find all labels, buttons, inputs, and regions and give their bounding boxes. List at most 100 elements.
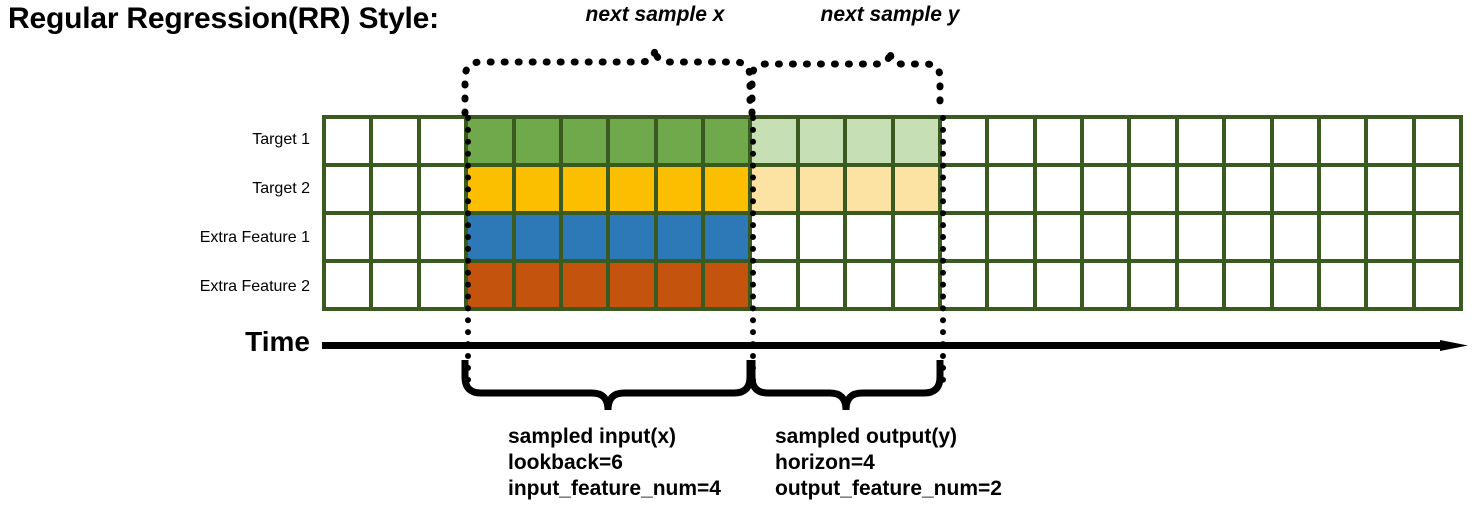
cell-empty-extra-feature-2-23 xyxy=(1415,263,1459,307)
caption-output-line-1: sampled output(y) xyxy=(775,425,957,448)
cell-empty-target-1-21 xyxy=(1320,119,1365,163)
cell-output-target-2-11 xyxy=(847,167,891,211)
cell-empty-target-2-14 xyxy=(989,167,1033,211)
cell-empty-extra-feature-1-21 xyxy=(1320,215,1365,259)
guide-line-input-start xyxy=(465,115,471,383)
cell-input-target-1-6 xyxy=(610,119,654,163)
cell-empty-extra-feature-2-20 xyxy=(1273,263,1317,307)
cell-empty-extra-feature-1-15 xyxy=(1036,215,1080,259)
row-label-extra-feature-1: Extra Feature 1 xyxy=(199,229,310,246)
cell-empty-target-1-20 xyxy=(1273,119,1317,163)
cell-input-target-1-4 xyxy=(515,119,559,163)
cell-input-extra-feature-2-4 xyxy=(515,263,559,307)
cell-empty-target-2-17 xyxy=(1131,167,1175,211)
cell-empty-target-2-2 xyxy=(420,167,465,211)
cell-output-extra-feature-1-10 xyxy=(799,215,844,259)
cell-empty-extra-feature-2-0 xyxy=(326,263,370,307)
bottom-brace-sampled-output xyxy=(748,360,944,411)
cell-empty-extra-feature-1-23 xyxy=(1415,215,1459,259)
cell-empty-target-1-22 xyxy=(1368,119,1412,163)
cell-empty-target-2-22 xyxy=(1368,167,1412,211)
cell-empty-target-1-0 xyxy=(326,119,370,163)
cell-empty-extra-feature-2-13 xyxy=(941,263,986,307)
cell-empty-extra-feature-1-19 xyxy=(1226,215,1270,259)
guide-line-output-end xyxy=(940,115,946,383)
cell-input-extra-feature-2-3 xyxy=(468,263,512,307)
cell-input-extra-feature-2-7 xyxy=(657,263,701,307)
cell-input-extra-feature-1-8 xyxy=(705,215,749,259)
time-axis-label: Time xyxy=(245,326,310,357)
cell-output-extra-feature-2-11 xyxy=(847,263,891,307)
cell-empty-target-2-0 xyxy=(326,167,370,211)
cell-empty-target-2-23 xyxy=(1415,167,1459,211)
cell-output-extra-feature-2-9 xyxy=(752,263,796,307)
cell-empty-target-1-13 xyxy=(941,119,986,163)
caption-sampled-output: sampled output(y) horizon=4 output_featu… xyxy=(775,424,1002,502)
top-brace-next-sample-x xyxy=(461,47,754,117)
top-brace-next-sample-y xyxy=(748,49,944,117)
cell-output-target-1-9 xyxy=(752,119,796,163)
cell-empty-extra-feature-2-1 xyxy=(373,263,417,307)
cell-empty-extra-feature-2-18 xyxy=(1178,263,1223,307)
row-label-extra-feature-2: Extra Feature 2 xyxy=(199,278,310,295)
caption-input-line-2: lookback=6 xyxy=(508,451,623,474)
cell-input-target-2-8 xyxy=(705,167,749,211)
cell-input-target-2-6 xyxy=(610,167,654,211)
cell-empty-target-1-14 xyxy=(989,119,1033,163)
row-label-target-1: Target 1 xyxy=(252,131,310,148)
page-title: Regular Regression(RR) Style: xyxy=(8,2,439,35)
cell-empty-target-2-19 xyxy=(1226,167,1270,211)
caption-output-line-3: output_feature_num=2 xyxy=(775,477,1002,500)
cell-output-extra-feature-1-11 xyxy=(847,215,891,259)
cell-output-extra-feature-2-12 xyxy=(894,263,938,307)
cell-empty-target-1-17 xyxy=(1131,119,1175,163)
cell-empty-extra-feature-1-13 xyxy=(941,215,986,259)
cell-input-extra-feature-2-8 xyxy=(705,263,749,307)
cell-input-target-2-7 xyxy=(657,167,701,211)
cell-empty-target-2-13 xyxy=(941,167,986,211)
cell-empty-target-1-18 xyxy=(1178,119,1223,163)
cell-output-target-1-10 xyxy=(799,119,844,163)
timeseries-grid xyxy=(322,115,1463,311)
cell-empty-extra-feature-1-22 xyxy=(1368,215,1412,259)
cell-output-target-2-9 xyxy=(752,167,796,211)
cell-input-target-2-3 xyxy=(468,167,512,211)
cell-empty-extra-feature-1-17 xyxy=(1131,215,1175,259)
cell-input-extra-feature-1-7 xyxy=(657,215,701,259)
cell-empty-target-1-23 xyxy=(1415,119,1459,163)
cell-input-extra-feature-1-5 xyxy=(562,215,607,259)
row-label-target-2: Target 2 xyxy=(252,180,310,197)
time-axis-arrow xyxy=(322,340,1468,351)
cell-empty-target-2-21 xyxy=(1320,167,1365,211)
cell-empty-extra-feature-2-16 xyxy=(1084,263,1128,307)
cell-empty-target-2-15 xyxy=(1036,167,1080,211)
cell-empty-target-1-1 xyxy=(373,119,417,163)
cell-empty-target-1-19 xyxy=(1226,119,1270,163)
caption-output-line-2: horizon=4 xyxy=(775,451,875,474)
bottom-brace-sampled-input xyxy=(461,360,754,411)
cell-input-target-2-4 xyxy=(515,167,559,211)
cell-empty-target-1-2 xyxy=(420,119,465,163)
caption-input-line-1: sampled input(x) xyxy=(508,425,677,448)
cell-input-target-1-3 xyxy=(468,119,512,163)
cell-input-extra-feature-1-3 xyxy=(468,215,512,259)
cell-empty-extra-feature-2-2 xyxy=(420,263,465,307)
cell-output-target-1-12 xyxy=(894,119,938,163)
cell-empty-target-2-20 xyxy=(1273,167,1317,211)
guide-line-input-end xyxy=(750,115,756,383)
cell-empty-target-1-15 xyxy=(1036,119,1080,163)
cell-empty-extra-feature-1-16 xyxy=(1084,215,1128,259)
annotation-next-sample-y: next sample y xyxy=(820,3,960,26)
cell-empty-target-1-16 xyxy=(1084,119,1128,163)
cell-input-extra-feature-1-6 xyxy=(610,215,654,259)
cell-input-extra-feature-2-5 xyxy=(562,263,607,307)
cell-empty-extra-feature-1-18 xyxy=(1178,215,1223,259)
cell-empty-target-2-18 xyxy=(1178,167,1223,211)
annotation-next-sample-x: next sample x xyxy=(585,3,725,26)
cell-empty-extra-feature-1-20 xyxy=(1273,215,1317,259)
caption-sampled-input: sampled input(x) lookback=6 input_featur… xyxy=(508,424,721,502)
cell-empty-extra-feature-1-14 xyxy=(989,215,1033,259)
cell-input-extra-feature-1-4 xyxy=(515,215,559,259)
cell-empty-extra-feature-1-2 xyxy=(420,215,465,259)
caption-input-line-3: input_feature_num=4 xyxy=(508,477,721,500)
